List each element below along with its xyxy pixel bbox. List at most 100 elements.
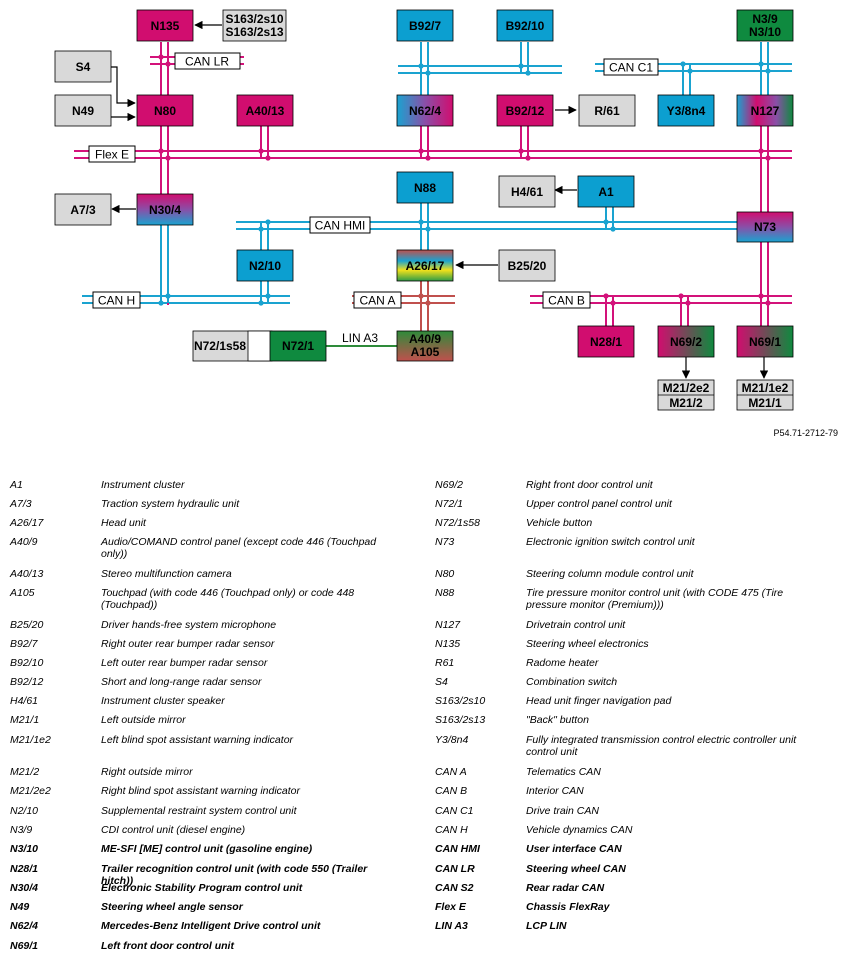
legend-code: A40/9 bbox=[10, 536, 38, 548]
legend-description: Interior CAN bbox=[526, 785, 584, 797]
legend-code: N2/10 bbox=[10, 805, 39, 817]
legend-code: N69/2 bbox=[435, 479, 464, 491]
legend-description: Instrument cluster speaker bbox=[101, 695, 225, 707]
legend-description: ME-SFI [ME] control unit (gasoline engin… bbox=[101, 843, 313, 855]
node-a105: A105 bbox=[411, 345, 440, 359]
node-n3-9: N3/9 bbox=[752, 12, 778, 26]
legend-code: Flex E bbox=[435, 901, 466, 913]
node-m21-1: M21/1 bbox=[748, 396, 782, 410]
legend-description: Radome heater bbox=[526, 657, 599, 669]
legend-description: LCP LIN bbox=[526, 920, 567, 932]
legend-code: N3/9 bbox=[10, 824, 33, 836]
bus-label-flex-e: Flex E bbox=[95, 148, 129, 162]
legend-code: N62/4 bbox=[10, 920, 39, 932]
legend-code: M21/2 bbox=[10, 766, 40, 778]
node-n127: N127 bbox=[751, 104, 780, 118]
node-a26-17: A26/17 bbox=[406, 259, 445, 273]
legend-description: Steering wheel electronics bbox=[526, 638, 649, 650]
node-b92-12: B92/12 bbox=[506, 104, 545, 118]
legend-code: N127 bbox=[435, 619, 461, 631]
legend-code: A40/13 bbox=[10, 568, 44, 580]
node-b92-10: B92/10 bbox=[506, 19, 545, 33]
legend-description: Head unit finger navigation pad bbox=[526, 695, 672, 707]
legend-description: Drivetrain control unit bbox=[526, 619, 626, 631]
node-b25-20: B25/20 bbox=[508, 259, 547, 273]
node-n135: N135 bbox=[151, 19, 180, 33]
legend-description: Fully integrated transmission control el… bbox=[526, 734, 797, 758]
node-y3-8n4: Y3/8n4 bbox=[667, 104, 706, 118]
legend-code: A26/17 bbox=[10, 517, 44, 529]
legend-description: Upper control panel control unit bbox=[526, 498, 672, 510]
legend-code: S163/2s10 bbox=[435, 695, 486, 707]
legend-description: Head unit bbox=[101, 517, 146, 529]
node-n69-2: N69/2 bbox=[670, 335, 702, 349]
legend-code: N73 bbox=[435, 536, 455, 548]
legend-description: Driver hands-free system microphone bbox=[101, 619, 277, 631]
legend-description: Electronic ignition switch control unit bbox=[526, 536, 695, 548]
node-m21-1e2: M21/1e2 bbox=[742, 381, 789, 395]
node-n49: N49 bbox=[72, 104, 94, 118]
node-n73: N73 bbox=[754, 220, 776, 234]
reference-code: P54.71-2712-79 bbox=[773, 428, 838, 438]
legend-code: LIN A3 bbox=[435, 920, 468, 932]
legend-description: Traction system hydraulic unit bbox=[101, 498, 240, 510]
bus-label-can-b: CAN B bbox=[548, 294, 585, 308]
node-s163-2s10: S163/2s10 bbox=[225, 12, 283, 26]
legend-description: Tire pressure monitor control unit (with… bbox=[526, 587, 784, 611]
legend-description: Trailer recognition control unit (with c… bbox=[101, 863, 368, 887]
node-s163-2s13: S163/2s13 bbox=[225, 25, 283, 39]
legend-code: N28/1 bbox=[10, 863, 39, 875]
legend-code: B92/7 bbox=[10, 638, 38, 650]
legend-code: R61 bbox=[435, 657, 455, 669]
bus-label-can-c1: CAN C1 bbox=[609, 61, 653, 75]
legend-description: Right front door control unit bbox=[526, 479, 653, 491]
legend-description: Combination switch bbox=[526, 676, 618, 688]
legend-code: CAN B bbox=[435, 785, 468, 797]
legend-description: Right outer rear bumper radar sensor bbox=[101, 638, 275, 650]
control-units: N135 S163/2s10 S163/2s13 S4 N49 N80 A40/… bbox=[54, 9, 794, 411]
legend-code: CAN A bbox=[435, 766, 467, 778]
bus-label-can-lr: CAN LR bbox=[185, 55, 229, 69]
node-n62-4: N62/4 bbox=[409, 104, 441, 118]
bus-connections bbox=[160, 42, 769, 331]
legend-code: CAN C1 bbox=[435, 805, 474, 817]
legend-description: Right outside mirror bbox=[101, 766, 193, 778]
legend-description: Instrument cluster bbox=[101, 479, 185, 491]
legend-description: Stereo multifunction camera bbox=[101, 568, 232, 580]
legend-code: N49 bbox=[10, 901, 30, 913]
node-n88: N88 bbox=[414, 181, 436, 195]
legend-code: S163/2s13 bbox=[435, 714, 486, 726]
legend-description: User interface CAN bbox=[526, 843, 622, 855]
legend-code: CAN LR bbox=[435, 863, 475, 875]
legend-code: N30/4 bbox=[10, 882, 39, 894]
legend-description: Left outside mirror bbox=[101, 714, 186, 726]
junction-dots bbox=[158, 54, 771, 306]
legend-code: H4/61 bbox=[10, 695, 39, 707]
legend-description: Electronic Stability Program control uni… bbox=[101, 882, 303, 894]
legend-description: Left front door control unit bbox=[101, 940, 234, 952]
legend-description: Vehicle button bbox=[526, 517, 593, 529]
node-r61: R/61 bbox=[594, 104, 620, 118]
bus-label-lin-a3: LIN A3 bbox=[342, 331, 378, 345]
legend-code: B92/12 bbox=[10, 676, 44, 688]
legend-code: N88 bbox=[435, 587, 455, 599]
node-n80: N80 bbox=[154, 104, 176, 118]
legend-code: N3/10 bbox=[10, 843, 39, 855]
legend-code: A105 bbox=[10, 587, 35, 599]
node-a40-13: A40/13 bbox=[246, 104, 285, 118]
legend-code: CAN H bbox=[435, 824, 468, 836]
legend-code: S4 bbox=[435, 676, 448, 688]
node-n72-1s58: N72/1s58 bbox=[194, 339, 246, 353]
node-n28-1: N28/1 bbox=[590, 335, 622, 349]
legend-description: Telematics CAN bbox=[526, 766, 601, 778]
node-m21-2e2: M21/2e2 bbox=[663, 381, 710, 395]
legend-description: Short and long-range radar sensor bbox=[101, 676, 262, 688]
legend-code: B92/10 bbox=[10, 657, 44, 669]
bus-label-can-a: CAN A bbox=[359, 294, 395, 308]
legend-code: B25/20 bbox=[10, 619, 44, 631]
legend-code: M21/2e2 bbox=[10, 785, 51, 797]
legend-description: Supplemental restraint system control un… bbox=[101, 805, 297, 817]
legend-code: N72/1s58 bbox=[435, 517, 480, 529]
bus-labels: CAN LR CAN C1 Flex E CAN HMI CAN H CAN A… bbox=[88, 52, 659, 345]
node-m21-2: M21/2 bbox=[669, 396, 703, 410]
